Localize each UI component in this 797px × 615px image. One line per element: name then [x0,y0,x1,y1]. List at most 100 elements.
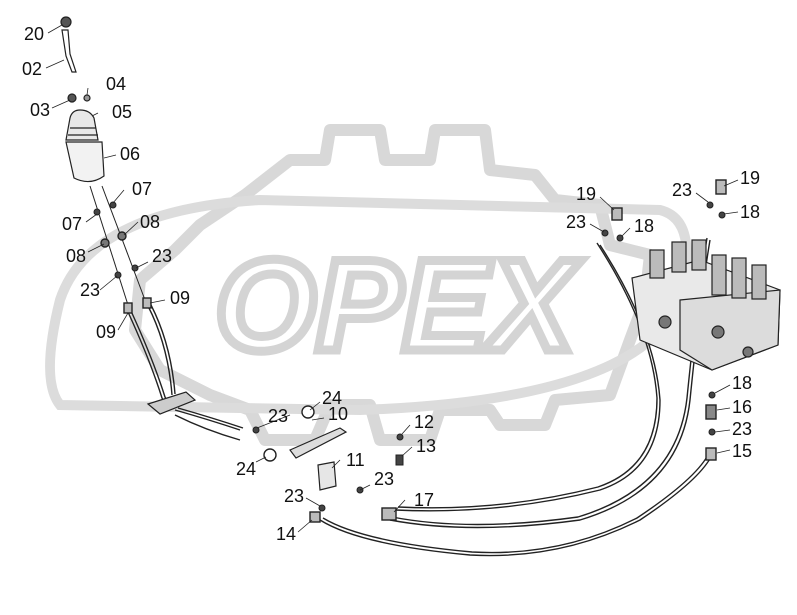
joystick-assembly [60,16,105,183]
oring-part-08 [100,238,110,248]
callout-17: 17 [414,490,434,510]
spool [649,249,665,279]
callout-23: 23 [732,419,752,439]
valve-body-front [679,289,781,371]
watermark-text: OPEX [215,232,582,378]
callout-20: 20 [24,24,44,44]
washer-part-07 [109,201,117,209]
fitting-part-09 [123,302,133,314]
callout-12: 12 [414,412,434,432]
washer-part-23 [708,428,716,436]
callout-19: 19 [576,184,596,204]
nut-part-03 [67,93,77,103]
callout-06: 06 [120,144,140,164]
hose [319,454,713,557]
callout-18: 18 [634,216,654,236]
hose [130,310,170,405]
bracket-part-10 [289,427,348,459]
lever-part-02 [61,29,77,73]
washer-part-23 [252,426,260,434]
pilot-line [89,185,129,306]
small-hardware [93,201,726,512]
fitting-part-19 [715,179,727,195]
callout-24: 24 [236,459,256,479]
spool [691,239,707,271]
fitting-part-15 [705,447,717,461]
bolt-part-13 [395,454,404,466]
washer-part-18 [708,391,716,399]
callout-23: 23 [672,180,692,200]
spool [731,257,747,299]
spool [751,264,767,300]
hose [174,409,241,431]
hose [147,305,173,396]
port [711,325,725,339]
washer-part-07 [93,208,101,216]
washer-part-23 [706,201,714,209]
callout-11: 11 [346,450,365,470]
hose [150,304,176,395]
callout-08: 08 [66,246,86,266]
washer-part-18 [718,211,726,219]
callout-labels: 20 02 03 04 05 06 07 07 08 08 23 23 09 0… [22,24,760,544]
knob-part-20 [60,16,72,28]
callout-19: 19 [740,168,760,188]
fitting-part-09 [142,297,152,309]
callout-05: 05 [112,102,132,122]
pilot-line [101,185,146,301]
washer-part-18 [616,234,624,242]
port [658,315,672,329]
callout-23: 23 [268,406,288,426]
port [742,346,754,358]
callout-23: 23 [152,246,172,266]
washer-part-24 [263,448,277,462]
nut-part-12 [396,433,404,441]
callout-23: 23 [374,469,394,489]
callout-08: 08 [140,212,160,232]
plate [146,391,197,415]
control-valve-bank [631,239,781,371]
fitting-part-16 [705,404,717,420]
callout-16: 16 [732,397,752,417]
callout-23: 23 [284,486,304,506]
oring-part-08 [117,231,127,241]
mounting-plate [146,391,348,491]
callout-09: 09 [96,322,116,342]
callout-02: 02 [22,59,42,79]
washer-part-23 [318,504,326,512]
boot-part-05 [65,109,99,141]
hose-set-left [89,185,176,406]
hose [174,414,241,441]
washer-part-23 [601,229,609,237]
fitting-part-19 [611,207,623,221]
callout-18: 18 [732,373,752,393]
hose [127,311,167,406]
hose [322,452,710,554]
callout-07: 07 [62,214,82,234]
washer-part-23 [131,264,139,272]
callout-18: 18 [740,202,760,222]
callout-07: 07 [132,179,152,199]
callout-14: 14 [276,524,296,544]
callout-15: 15 [732,441,752,461]
base-part-06 [65,141,105,183]
callout-23: 23 [80,280,100,300]
washer-part-04 [83,94,91,102]
hose [177,407,244,429]
callout-13: 13 [416,436,436,456]
callout-24: 24 [322,388,342,408]
spool [711,254,727,296]
callout-10: 10 [328,404,348,424]
fitting-part-14 [309,511,321,523]
callout-04: 04 [106,74,126,94]
watermark-gear [129,124,656,446]
callout-23: 23 [566,212,586,232]
spool [671,241,687,273]
watermark-logo: OPEX [45,124,692,446]
callout-03: 03 [30,100,50,120]
callout-09: 09 [170,288,190,308]
leader-lines [45,24,739,533]
valve-block-part-11 [317,461,337,491]
